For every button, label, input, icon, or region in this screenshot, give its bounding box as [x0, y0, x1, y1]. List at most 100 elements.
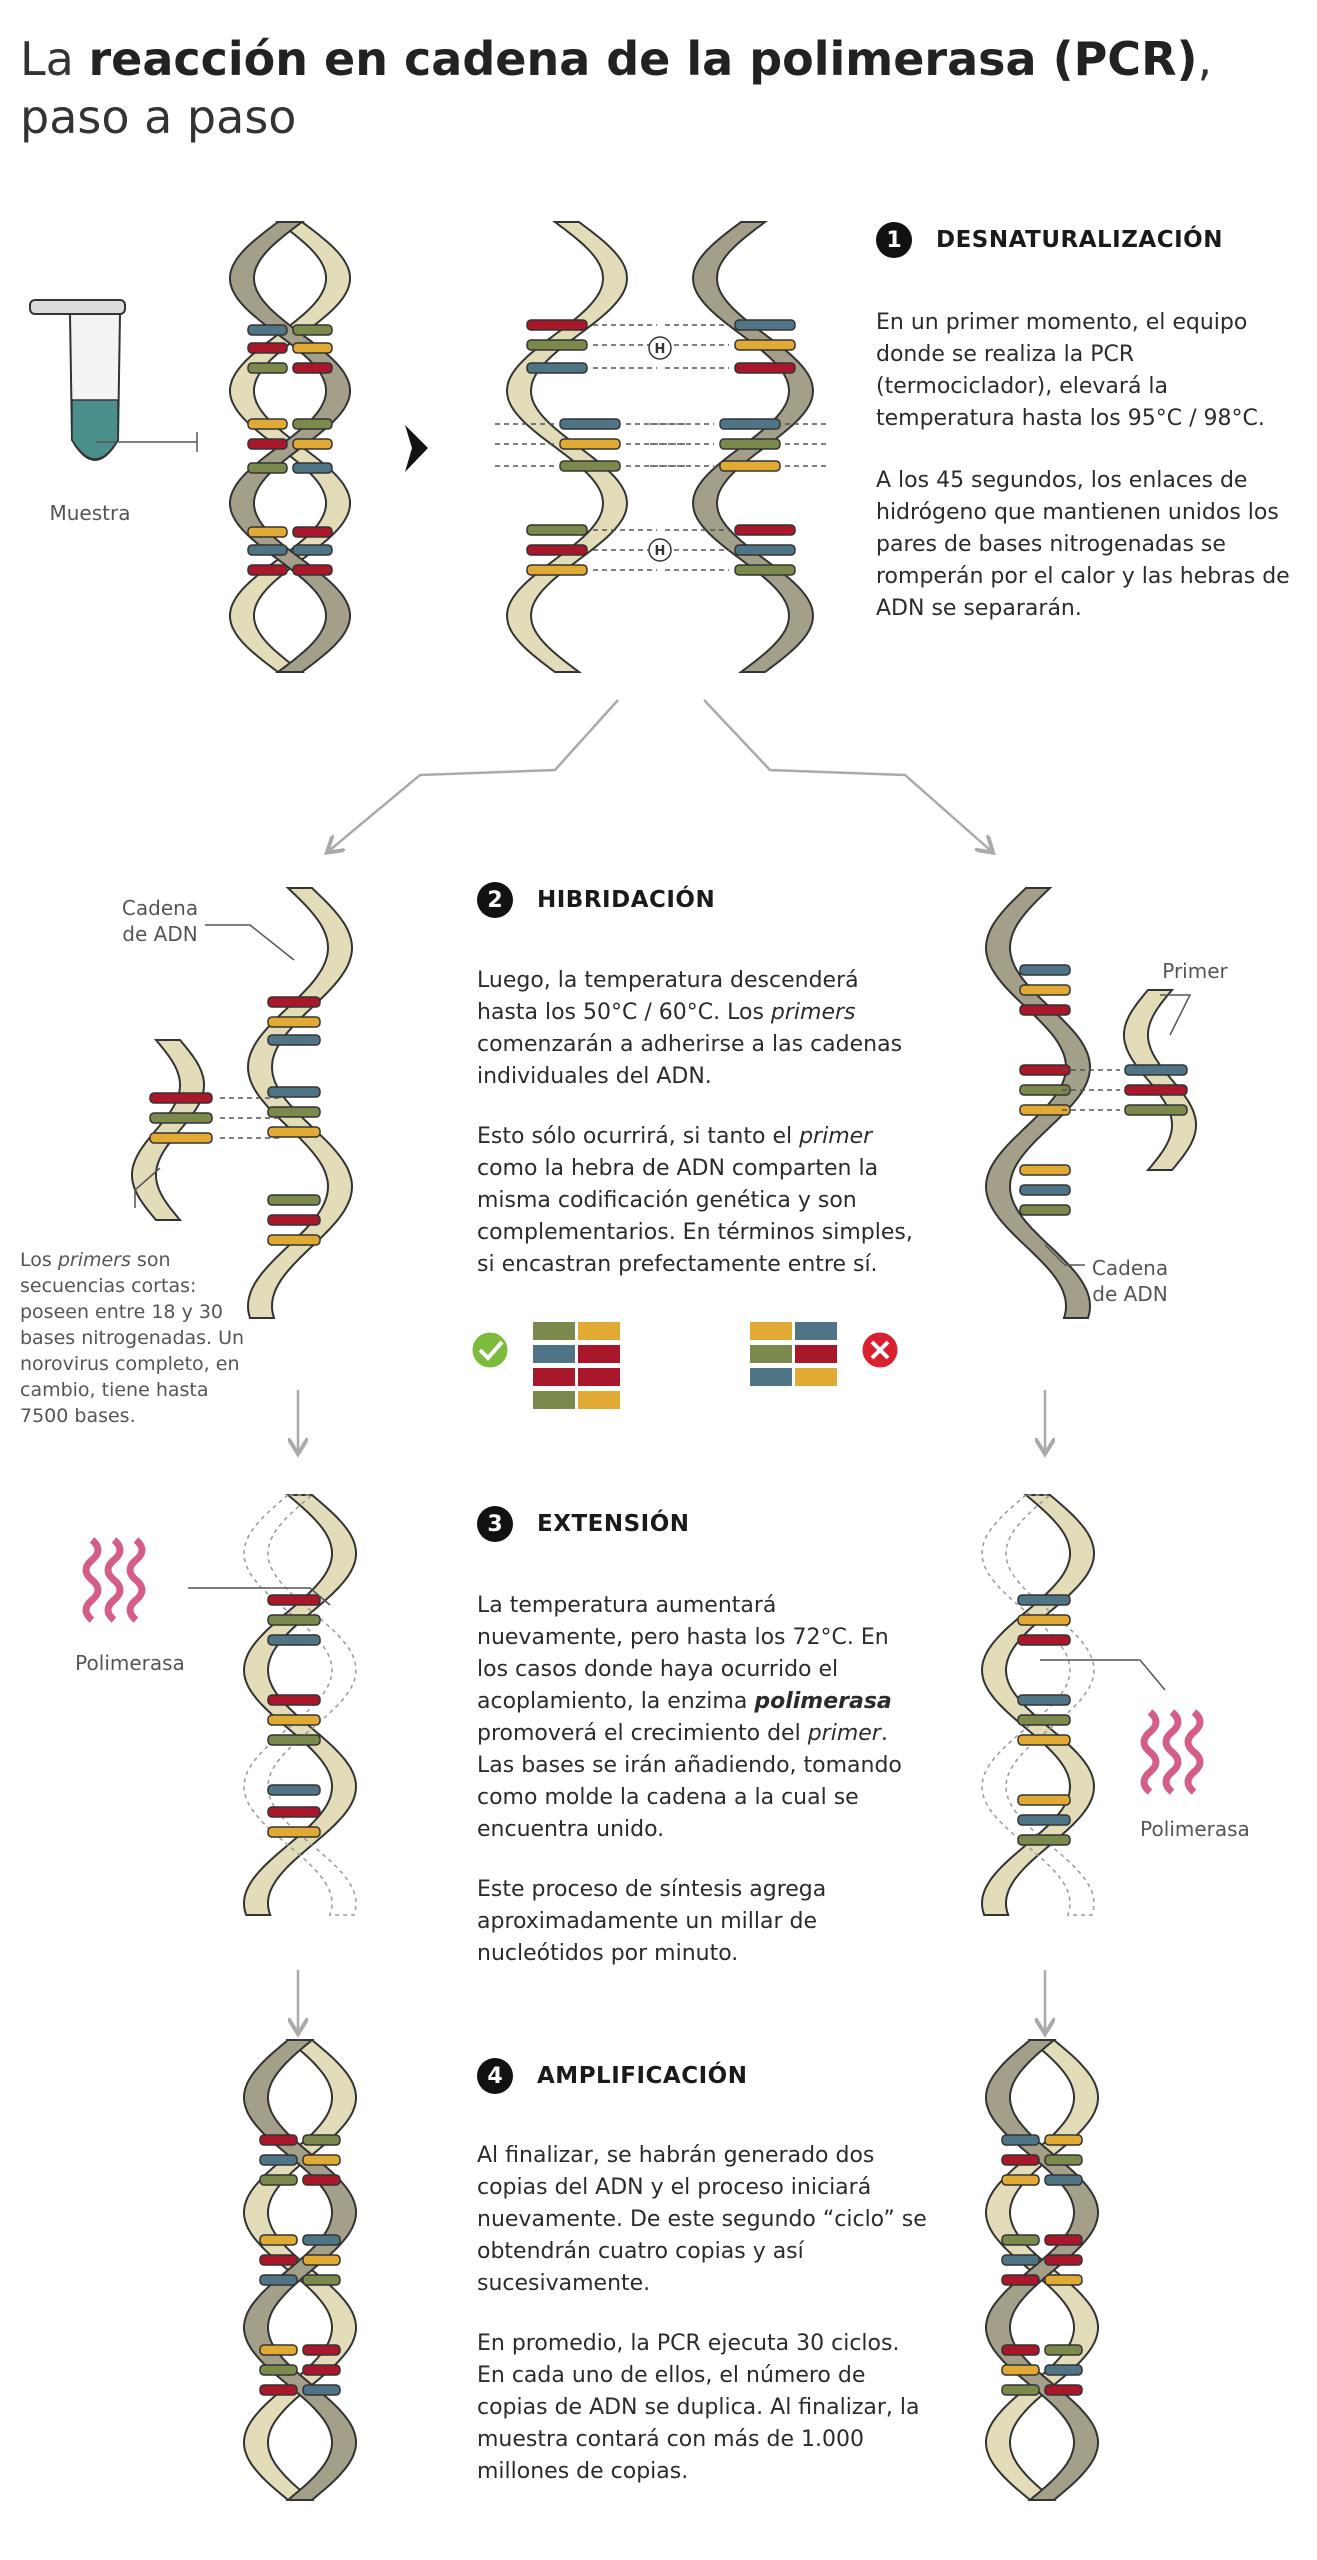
step-3-header: 3 EXTENSIÓN: [477, 1506, 690, 1542]
step-2-number: 2: [477, 882, 513, 918]
base-left: [247, 362, 288, 374]
base-right: [292, 462, 333, 474]
primers-note: Los primers son secuencias cortas: posee…: [20, 1249, 245, 1427]
base-left: [247, 544, 288, 556]
polymerase-right: [1184, 1709, 1204, 1795]
puzzle-right-a-cell: [750, 1345, 792, 1363]
leader-primer: [1160, 994, 1192, 1036]
strand-template-right: [984, 887, 1092, 1319]
split-arrow-left: [330, 699, 619, 850]
polymerase-left: [82, 1537, 102, 1623]
base-right: [1044, 2174, 1083, 2186]
base-template-right: [1019, 1104, 1071, 1116]
base-right: [1044, 2384, 1083, 2396]
base-left: [1001, 2364, 1040, 2376]
base-extend-left: [267, 1806, 321, 1818]
base-template-left: [267, 996, 321, 1008]
base-template-right: [1019, 1084, 1071, 1096]
base-left: [259, 2364, 298, 2376]
base-template-left: [267, 1214, 321, 1226]
base-right-strand: [734, 524, 796, 536]
base-left: [247, 462, 288, 474]
base-template-left: [267, 1016, 321, 1028]
base-extend-right: [1017, 1614, 1071, 1626]
base-right: [292, 438, 333, 450]
base-left-strand: [526, 362, 588, 374]
base-right: [302, 2154, 341, 2166]
base-template-right: [1019, 964, 1071, 976]
base-left: [247, 526, 288, 538]
puzzle-right-b-cell: [795, 1368, 837, 1386]
base-right-strand: [734, 564, 796, 576]
base-right: [292, 544, 333, 556]
hydrogen-bond: [648, 538, 672, 562]
leader-cadena-right: [1044, 1244, 1085, 1266]
step-3-text-2: Este proceso de síntesis agrega aproxima…: [477, 1877, 827, 1966]
hydrogen-label: H: [655, 544, 666, 559]
base-template-right: [1019, 1204, 1071, 1216]
base-template-left: [267, 1034, 321, 1046]
base-extend-left: [267, 1594, 321, 1606]
base-primer-right: [1124, 1064, 1188, 1076]
base-extend-right: [1017, 1794, 1071, 1806]
base-right: [302, 2364, 341, 2376]
label-primer: Primer: [1162, 959, 1228, 983]
base-right-strand: [719, 460, 781, 472]
base-right: [292, 342, 333, 354]
base-template-left: [267, 1126, 321, 1138]
primer-left: [131, 1039, 205, 1221]
base-left-strand: [526, 544, 588, 556]
polymerase-left: [104, 1537, 124, 1623]
check-icon: [469, 1329, 511, 1371]
base-extend-left: [267, 1694, 321, 1706]
split-arrow-right: [703, 699, 990, 850]
step-4-header: 4 AMPLIFICACIÓN: [477, 2058, 747, 2094]
base-left: [259, 2274, 298, 2286]
base-template-right: [1019, 1164, 1071, 1176]
base-left: [1001, 2254, 1040, 2266]
base-left: [259, 2134, 298, 2146]
step-3-text-1: La temperatura aumentará nuevamente, per…: [477, 1593, 902, 1842]
puzzle-left-a-cell: [533, 1368, 575, 1386]
step-1-text-2: A los 45 segundos, los enlaces de hidróg…: [876, 468, 1290, 621]
hydrogen-bond: [648, 336, 672, 360]
step-1-title: DESNATURALIZACIÓN: [936, 227, 1223, 253]
base-extend-left: [267, 1634, 321, 1646]
base-right-strand: [719, 438, 781, 450]
base-extend-left: [267, 1714, 321, 1726]
base-left: [259, 2174, 298, 2186]
polymerase-left: [126, 1537, 146, 1623]
base-right: [302, 2254, 341, 2266]
base-left: [247, 342, 288, 354]
puzzle-left-a-cell: [533, 1391, 575, 1409]
leader-cadena-left: [205, 924, 295, 961]
label-cadena-left: Cadena de ADN: [121, 896, 199, 946]
base-left: [1001, 2234, 1040, 2246]
base-left: [1001, 2154, 1040, 2166]
base-left: [1001, 2274, 1040, 2286]
base-primer-right: [1124, 1084, 1188, 1096]
base-template-left: [267, 1086, 321, 1098]
base-left: [259, 2234, 298, 2246]
dna-copy-left: [243, 2039, 357, 2501]
base-extend-left: [267, 1784, 321, 1796]
base-left: [1001, 2384, 1040, 2396]
base-right: [292, 564, 333, 576]
base-left: [247, 324, 288, 336]
base-right: [1044, 2364, 1083, 2376]
base-right: [1044, 2134, 1083, 2146]
step-1-number: 1: [876, 222, 912, 258]
base-right: [292, 362, 333, 374]
base-extend-right: [1017, 1594, 1071, 1606]
base-extend-left: [267, 1826, 321, 1838]
strand: [243, 2039, 357, 2501]
base-right: [292, 418, 333, 430]
base-right: [302, 2344, 341, 2356]
base-right: [302, 2134, 341, 2146]
leader-polimerasa-left: [188, 1587, 331, 1606]
base-template-right: [1019, 1004, 1071, 1016]
base-right: [302, 2274, 341, 2286]
base-right: [302, 2234, 341, 2246]
base-primer-left: [149, 1132, 213, 1144]
base-right: [302, 2174, 341, 2186]
